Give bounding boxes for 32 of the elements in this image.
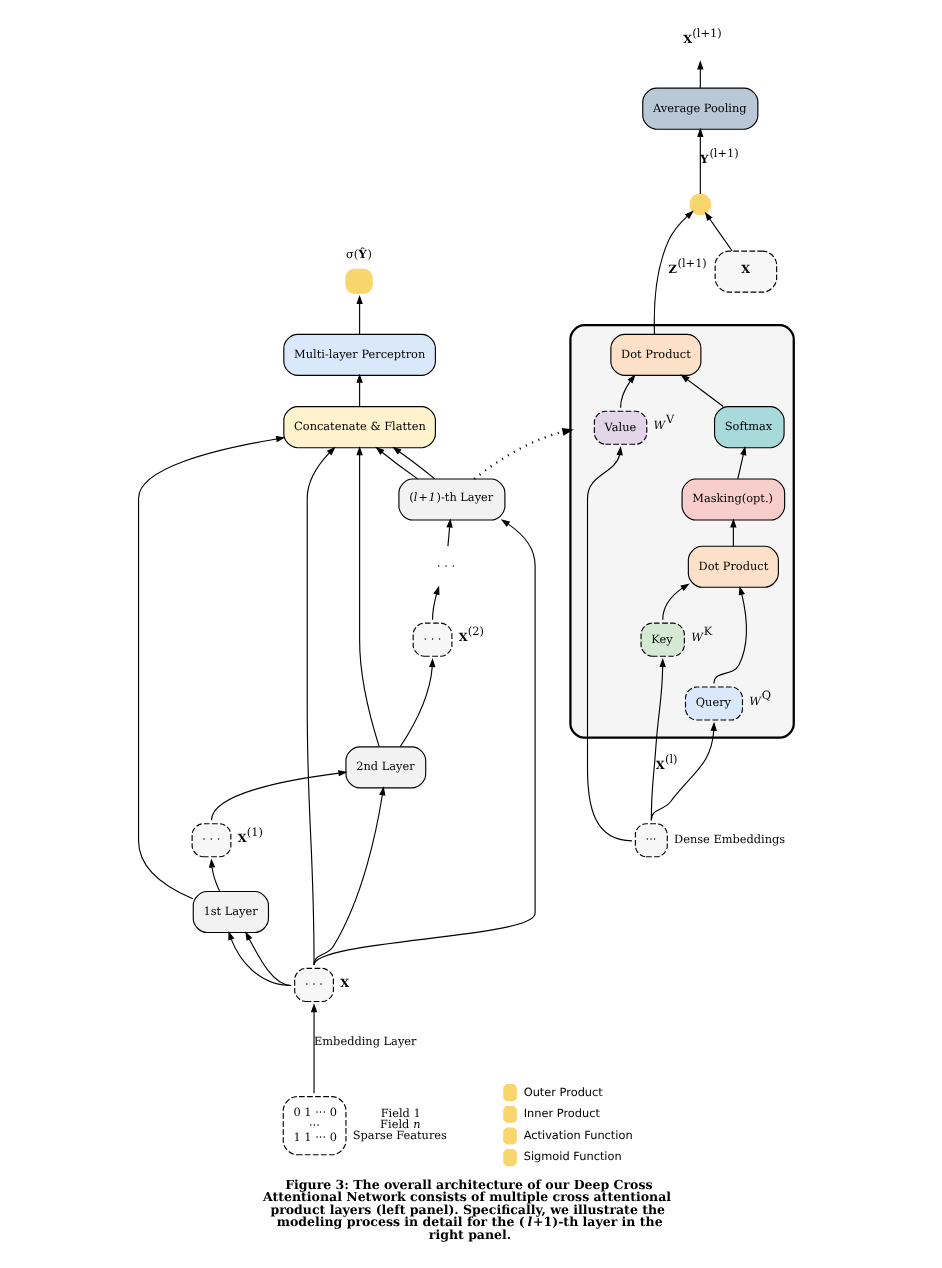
arrow — [310, 1003, 318, 1094]
arrow — [446, 518, 453, 547]
arrow — [650, 721, 717, 821]
arrow — [356, 295, 363, 335]
arrow — [620, 374, 636, 409]
arrow — [697, 60, 704, 89]
arrow — [680, 374, 724, 408]
arrow — [245, 931, 292, 987]
arrow — [662, 583, 690, 621]
arrow — [737, 446, 747, 480]
arrow — [356, 446, 380, 747]
arrow — [392, 446, 436, 480]
arrow — [356, 373, 363, 408]
arrow — [228, 930, 292, 987]
arrow — [306, 446, 336, 966]
arrow — [431, 585, 440, 621]
arrow — [138, 435, 286, 900]
arrow — [375, 446, 419, 480]
arrow — [704, 211, 733, 252]
arrow — [650, 657, 666, 821]
arrow — [730, 518, 737, 547]
arrow — [473, 428, 574, 480]
arrow — [586, 446, 633, 842]
node-circle — [689, 193, 712, 216]
arrow — [208, 858, 221, 892]
arrow — [210, 770, 348, 821]
arrow — [399, 657, 436, 748]
arrow — [313, 786, 386, 966]
arrow — [713, 585, 747, 685]
arrow — [653, 210, 694, 335]
arrow — [313, 519, 536, 966]
cluster — [569, 324, 795, 739]
